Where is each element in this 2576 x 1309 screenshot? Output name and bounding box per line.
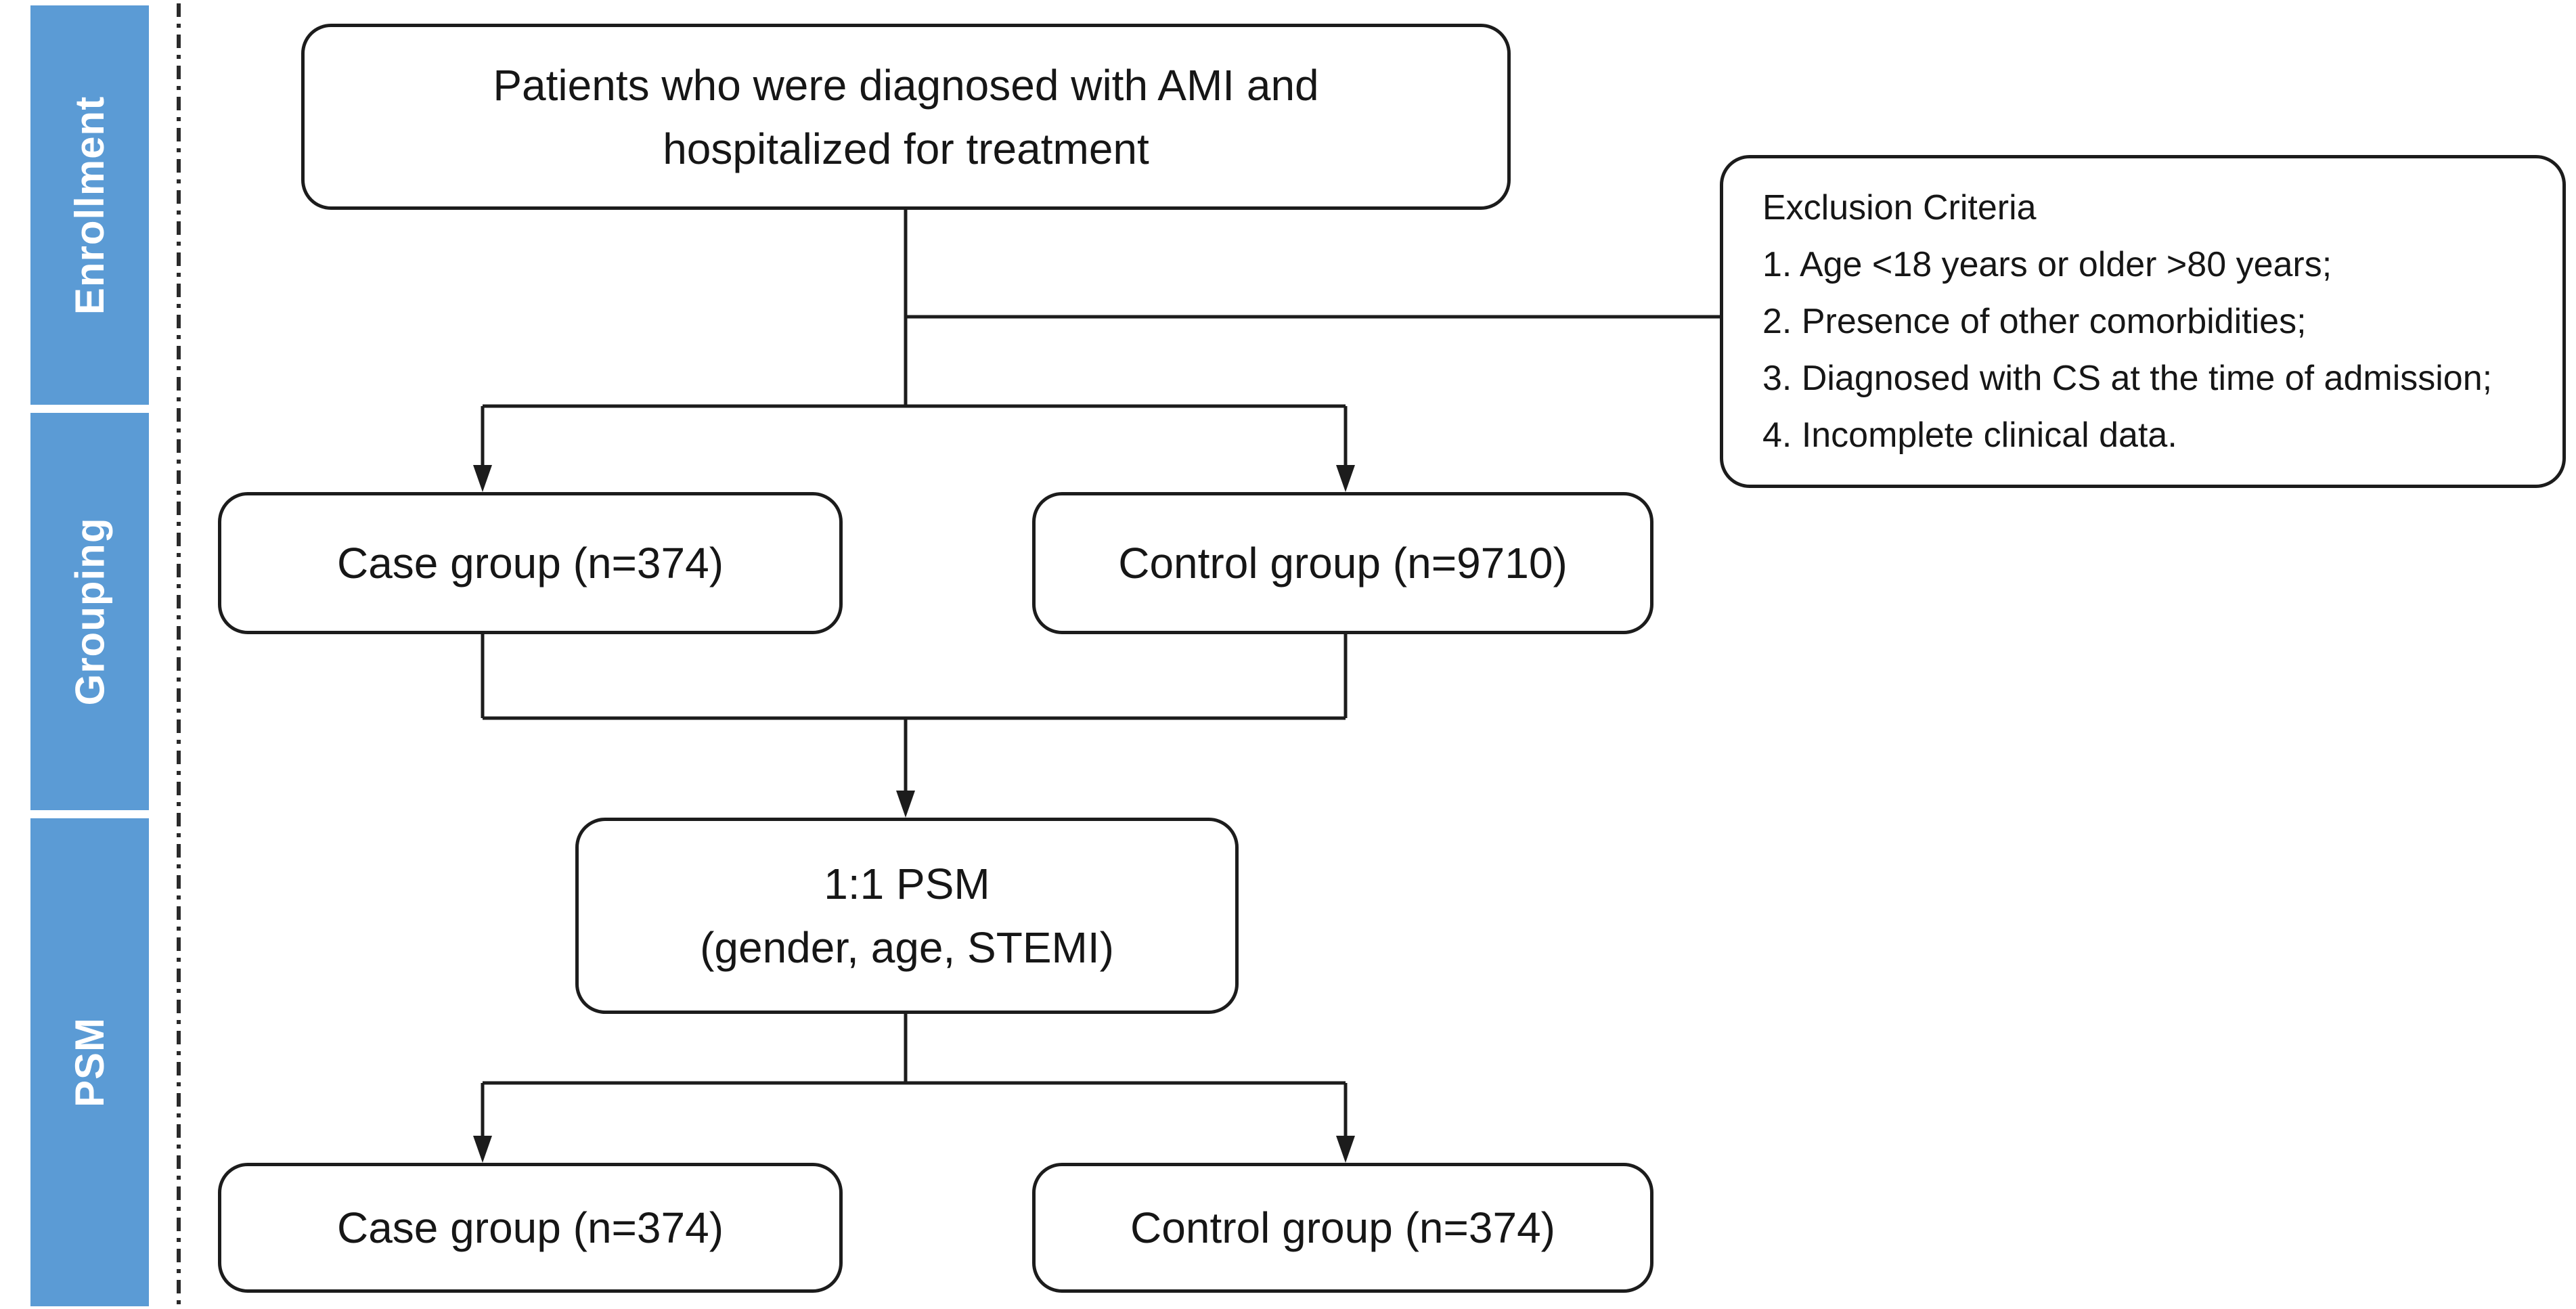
exclusion-item-3: 3. Diagnosed with CS at the time of admi… bbox=[1762, 359, 2493, 398]
arrowhead-case-group bbox=[473, 465, 492, 492]
divider-dashdot-line bbox=[177, 3, 181, 1306]
node-psm-line1: 1:1 PSM bbox=[824, 860, 990, 908]
node-case-group: Case group (n=374) bbox=[218, 492, 843, 634]
exclusion-title: Exclusion Criteria bbox=[1762, 188, 2037, 227]
arrowhead-case-matched bbox=[473, 1136, 492, 1163]
arrowhead-psm bbox=[896, 791, 915, 818]
node-patients-line2: hospitalized for treatment bbox=[663, 124, 1149, 173]
node-patients-source: Patients who were diagnosed with AMI and… bbox=[301, 24, 1511, 210]
node-psm-line2: (gender, age, STEMI) bbox=[700, 923, 1114, 972]
node-case-group-label: Case group (n=374) bbox=[336, 539, 724, 587]
node-patients-line1: Patients who were diagnosed with AMI and bbox=[493, 60, 1319, 110]
phase-band-psm: PSM bbox=[30, 818, 149, 1306]
node-control-group-matched: Control group (n=374) bbox=[1032, 1163, 1653, 1293]
node-case-group-matched-label: Case group (n=374) bbox=[336, 1203, 724, 1252]
exclusion-item-1: 1. Age <18 years or older >80 years; bbox=[1762, 245, 2332, 284]
exclusion-item-2: 2. Presence of other comorbidities; bbox=[1762, 302, 2307, 341]
node-control-group-label: Control group (n=9710) bbox=[1118, 539, 1568, 587]
arrowhead-control-group bbox=[1336, 465, 1355, 492]
arrowhead-control-matched bbox=[1336, 1136, 1355, 1163]
phase-band-grouping: Grouping bbox=[30, 413, 149, 810]
node-psm: 1:1 PSM (gender, age, STEMI) bbox=[575, 818, 1239, 1014]
node-control-group-matched-label: Control group (n=374) bbox=[1130, 1203, 1555, 1252]
exclusion-item-4: 4. Incomplete clinical data. bbox=[1762, 416, 2177, 455]
phase-band-enrollment: Enrollment bbox=[30, 5, 149, 405]
node-control-group: Control group (n=9710) bbox=[1032, 492, 1653, 634]
node-case-group-matched: Case group (n=374) bbox=[218, 1163, 843, 1293]
node-exclusion-criteria: Exclusion Criteria 1. Age <18 years or o… bbox=[1720, 155, 2566, 488]
